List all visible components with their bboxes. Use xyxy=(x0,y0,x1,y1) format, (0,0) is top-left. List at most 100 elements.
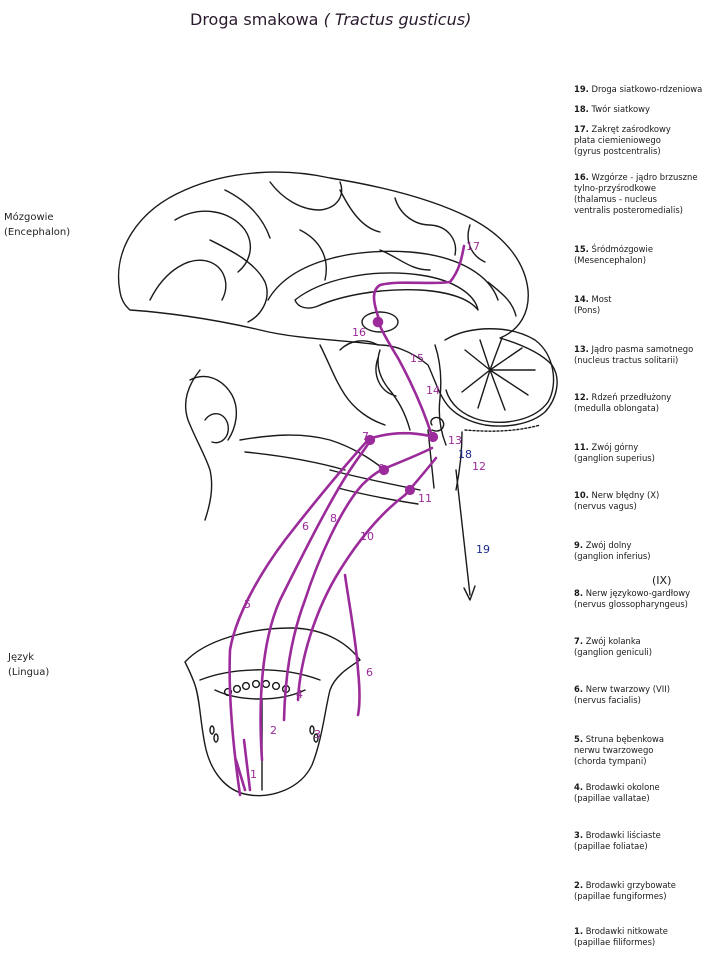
arbor-vitae-4 xyxy=(489,347,523,371)
reticulospinal-arrowhead xyxy=(463,585,476,601)
sulcus-4 xyxy=(269,181,343,211)
tongue-label-polish: Język xyxy=(8,652,35,663)
pathway-facial-nerve-6 xyxy=(259,436,374,762)
title-latin: ( Tractus gusticus) xyxy=(323,10,472,29)
label-10: 10 xyxy=(360,530,374,543)
legend-item-2: 2. Brodawki grzybowate (papillae fungifo… xyxy=(574,880,676,901)
foliate-papilla-left-2 xyxy=(213,733,219,743)
legend-item-5: 5. Struna bębenkowa nerwu twarzowego (ch… xyxy=(574,734,665,766)
label-7: 7 xyxy=(362,430,369,443)
pons-bulge xyxy=(375,357,397,397)
pathway-chorda-tympani-5 xyxy=(228,438,370,797)
legend-item-8: 8. Nerw językowo-gardłowy (nervus glosso… xyxy=(574,588,691,609)
arbor-vitae-1 xyxy=(464,349,491,371)
label-6a: 6 xyxy=(302,520,309,533)
legend-item-9: 9. Zwój dolny (ganglion inferius) xyxy=(574,540,651,561)
label-16: 16 xyxy=(352,326,366,339)
title-main: Droga smakowa xyxy=(190,10,319,29)
sulcus-5 xyxy=(339,189,381,233)
solitary-nucleus-dot xyxy=(427,431,439,443)
brain-outline xyxy=(118,171,558,427)
label-9: 9 xyxy=(378,462,385,475)
sulcus-9 xyxy=(299,229,327,281)
vallate-papilla-2 xyxy=(232,684,242,694)
label-8: 8 xyxy=(330,512,337,525)
label-2: 2 xyxy=(270,724,277,737)
arbor-vitae-8 xyxy=(477,369,491,409)
page-title: Droga smakowa ( Tractus gusticus) xyxy=(190,10,471,29)
sulcus-2 xyxy=(174,210,252,273)
legend-item-6: 6. Nerw twarzowy (VII) (nervus facialis) xyxy=(574,684,670,705)
arbor-vitae-2 xyxy=(479,339,491,371)
label-17: 17 xyxy=(466,240,480,253)
legend-item-1: 1. Brodawki nitkowate (papillae filiform… xyxy=(574,926,668,947)
label-6b: 6 xyxy=(366,666,373,679)
jaw-line xyxy=(239,434,386,471)
brain-label-latin: (Encephalon) xyxy=(4,227,71,238)
label-4: 4 xyxy=(296,688,303,701)
pathway-branch-right xyxy=(242,738,252,792)
brain-label: Mózgowie (Encephalon) xyxy=(4,210,70,240)
arbor-vitae-3 xyxy=(489,337,503,371)
brain-label-polish: Mózgowie xyxy=(4,212,54,223)
face-outline xyxy=(184,369,213,521)
sinus-outline xyxy=(189,375,238,441)
label-13: 13 xyxy=(448,434,462,447)
sulcus-6 xyxy=(394,197,457,256)
cranial-base xyxy=(319,344,386,426)
geniculate-ganglion xyxy=(364,434,376,446)
pathway-ix-to-solitary xyxy=(384,446,434,470)
ear-shape xyxy=(204,413,229,444)
palate-line xyxy=(244,451,346,471)
tongue-rim xyxy=(199,669,321,681)
pathway-thalamus-to-cortex xyxy=(372,244,466,324)
pathway-ascending-14-15 xyxy=(378,324,434,438)
vallate-papilla-3 xyxy=(241,681,251,691)
pathway-glossopharyngeal-8 xyxy=(282,466,388,722)
label-18: 18 xyxy=(458,448,472,461)
medulla-nucleus-ring xyxy=(430,416,445,432)
vallate-papilla-6 xyxy=(271,681,281,691)
sulcus-7 xyxy=(467,224,486,263)
arbor-vitae-6 xyxy=(489,369,529,396)
sulcus-11 xyxy=(487,281,517,317)
legend-item-19: 19. Droga siatkowo-rdzeniowa xyxy=(574,84,703,94)
brainstem-right xyxy=(434,344,447,446)
legend-item-13: 13. Jądro pasma samotnego (nucleus tract… xyxy=(574,344,694,365)
pharynx-line-2 xyxy=(337,487,419,505)
brainstem-left xyxy=(377,349,411,431)
legend-item-12: 12. Rdzeń przedłużony (medulla oblongata… xyxy=(574,392,672,413)
cingulate-gyrus xyxy=(267,250,499,301)
sulcus-8 xyxy=(209,239,268,323)
legend-item-3: 3. Brodawki liściaste (papillae foliatae… xyxy=(574,830,661,851)
sulcus-3 xyxy=(224,189,271,239)
foliate-papilla-left-1 xyxy=(209,725,215,735)
foliate-papilla-right-2 xyxy=(313,733,319,743)
label-15: 15 xyxy=(410,352,424,365)
legend-item-11: 11. Zwój górny (ganglion superius) xyxy=(574,442,655,463)
inferior-ganglion-ix xyxy=(378,464,390,476)
thalamus xyxy=(361,311,399,333)
legend-item-10: 10. Nerw błędny (X) (nervus vagus) xyxy=(574,490,660,511)
legend-item-4: 4. Brodawki okolone (papillae vallatae) xyxy=(574,782,660,803)
tongue-outline xyxy=(184,627,361,797)
pathway-to-solitary xyxy=(370,431,432,440)
pathway-vagus-6b xyxy=(343,573,361,717)
label-12: 12 xyxy=(472,460,486,473)
label-14: 14 xyxy=(426,384,440,397)
legend-item-7: 7. Zwój kolanka (ganglion geniculi) xyxy=(574,636,653,657)
pathway-vagus-10 xyxy=(296,493,407,702)
arbor-vitae-7 xyxy=(489,369,506,411)
label-1: 1 xyxy=(250,768,257,781)
legend-item-16: 16. Wzgórze - jądro brzuszne tylno-przyś… xyxy=(574,172,698,215)
vallate-papilla-5 xyxy=(261,679,271,689)
vallate-papilla-1 xyxy=(223,687,233,697)
legend-item-18: 18. Twór siatkowy xyxy=(574,104,650,114)
pathway-branch-left xyxy=(234,758,247,792)
superior-ganglion xyxy=(404,484,416,496)
legend-item-17: 17. Zakręt zaśrodkowy płata ciemienioweg… xyxy=(574,124,671,156)
label-11: 11 xyxy=(418,492,432,505)
legend-item-15: 15. Śródmózgowie (Mesencephalon) xyxy=(574,244,653,265)
label-5: 5 xyxy=(244,598,251,611)
